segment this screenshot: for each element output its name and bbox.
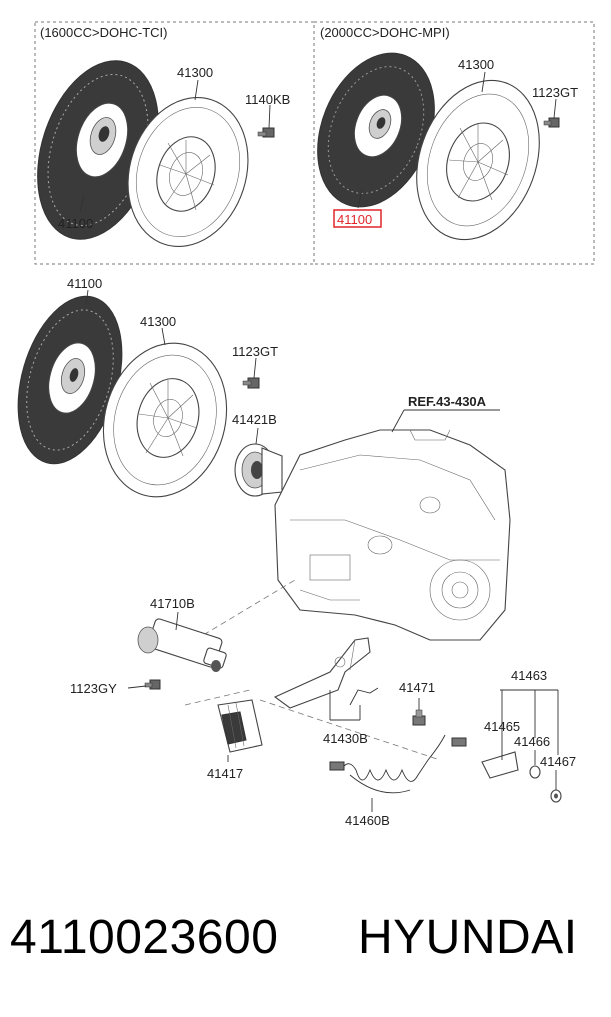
label-bolt-main: 1123GT [232, 344, 278, 359]
variant-left-header: (1600CC>DOHC-TCI) [40, 25, 168, 40]
dust-boot[interactable] [217, 699, 263, 753]
variant-box-left [34, 21, 315, 265]
variant-right-header: (2000CC>DOHC-MPI) [320, 25, 450, 40]
label-washer: 41467 [540, 754, 576, 769]
part-number: 4110023600 [10, 911, 279, 964]
label-hose: 41460B [345, 813, 390, 828]
label-disc-top-right: 41100 [337, 212, 372, 227]
label-boot: 41417 [207, 766, 243, 781]
slave-cylinder[interactable] [137, 618, 227, 672]
clutch-cover-main[interactable] [86, 328, 244, 511]
bracket-icon[interactable] [481, 751, 519, 779]
label-bracket-group: 41463 [511, 668, 547, 683]
nut-icon[interactable] [529, 765, 541, 779]
bolt-top-right-icon[interactable] [543, 117, 560, 128]
bolt-top-left-icon[interactable] [257, 127, 275, 138]
sensor-icon[interactable] [412, 709, 426, 726]
transmission-housing [274, 429, 511, 641]
label-cover-top-left: 41300 [177, 65, 213, 80]
clutch-hose[interactable] [329, 734, 467, 794]
label-cover-top-right: 41300 [458, 57, 494, 72]
bolt-main-icon[interactable] [242, 377, 260, 389]
highlight-box[interactable] [333, 209, 382, 228]
clutch-parts-diagram: (1600CC>DOHC-TCI) (2000CC>DOHC-MPI) 4110… [0, 21, 595, 828]
slave-bolt-icon[interactable] [144, 679, 161, 690]
variant-box-right [313, 21, 595, 265]
fork-spring[interactable] [349, 687, 379, 706]
label-fork: 41430B [323, 731, 368, 746]
label-sensor: 41471 [399, 680, 435, 695]
label-disc-top-left: 41100 [58, 216, 93, 231]
label-nut: 41466 [514, 734, 550, 749]
label-release-bearing: 41421B [232, 412, 277, 427]
brand-name: HYUNDAI [358, 911, 578, 964]
clutch-cover-top-right[interactable] [395, 63, 560, 257]
clutch-cover-top-left[interactable] [109, 82, 266, 262]
washer-icon[interactable] [550, 789, 562, 803]
clutch-disc-main[interactable] [0, 284, 140, 476]
clutch-fork[interactable] [273, 637, 371, 709]
label-disc-main: 41100 [67, 276, 102, 291]
label-reference: REF.43-430A [408, 394, 487, 409]
label-slave-cylinder: 41710B [150, 596, 195, 611]
label-bolt-top-left: 1140KB [245, 92, 290, 107]
release-bearing[interactable] [234, 443, 283, 497]
label-bolt-top-right: 1123GT [532, 85, 578, 100]
clutch-disc-top-right[interactable] [296, 36, 456, 225]
label-cover-main: 41300 [140, 314, 176, 329]
label-slave-bolt: 1123GY [70, 681, 117, 696]
label-bracket: 41465 [484, 719, 520, 734]
